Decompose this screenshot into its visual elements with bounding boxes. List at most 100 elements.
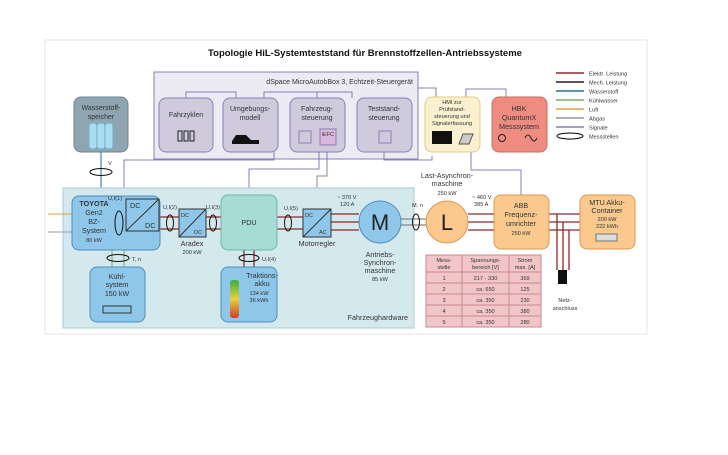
table-cell: ca. 350 xyxy=(476,309,494,315)
legend-label: Mech. Leistung xyxy=(589,81,627,87)
table-cell: 5 xyxy=(442,320,445,326)
kuehl-label-3: 150 kW xyxy=(105,289,130,298)
toyota-label-2: Gen2 xyxy=(85,208,103,217)
pdu-box xyxy=(220,194,278,251)
toyota-label-3: BZ- xyxy=(88,217,100,226)
dcac-out: AC xyxy=(319,230,327,236)
table-cell: ca. 650 xyxy=(476,287,494,293)
last-label-3: 250 kW xyxy=(438,191,458,197)
measuring-label-2: U,I(2) xyxy=(163,205,177,211)
measuring-point-tn xyxy=(106,254,130,262)
table-cell: 230 xyxy=(520,298,529,304)
measuring-point-1 xyxy=(114,210,124,236)
current-label-1: 120 A xyxy=(340,202,355,208)
akku-label-2: akku xyxy=(254,279,269,288)
aradex-power: 200 kW xyxy=(183,250,203,256)
netz-label-2: anschluss xyxy=(553,306,578,312)
dc1-in: DC xyxy=(130,201,140,210)
legend-label: Wasserstoff xyxy=(589,90,619,96)
fahrzeug-label-1: Fahrzeug- xyxy=(301,106,334,113)
hbk-label-1: HBK xyxy=(512,104,527,113)
car-icon xyxy=(232,135,259,144)
motor-label-2: Synchron- xyxy=(364,258,397,267)
table-cell: 217 - 330 xyxy=(474,276,498,282)
table-cell: ca. 350 xyxy=(476,298,494,304)
mtu-label-1: MTU Akku- xyxy=(589,198,625,207)
legend-label: Abgas xyxy=(589,117,605,123)
table-header: bereich [V] xyxy=(472,265,499,271)
measuring-point-5 xyxy=(284,214,292,232)
mtu-label-3: 200 kW xyxy=(598,217,618,223)
umgebung-label-1: Umgebungs- xyxy=(230,106,271,113)
dc2-in: DC xyxy=(181,213,189,219)
legend-swatch xyxy=(556,132,584,140)
battery-icon xyxy=(230,280,239,318)
title: Topologie HiL-Systemteststand für Brenns… xyxy=(208,48,522,59)
kuehl-label-1: Kühl- xyxy=(109,272,126,281)
dc2-out: DC xyxy=(194,230,202,236)
last-label-1: Last-Asynchron- xyxy=(421,171,474,180)
monitor-icon xyxy=(432,131,452,144)
legend-label: Elektr. Leistung xyxy=(589,72,627,78)
abb-label-4: 250 kW xyxy=(512,231,532,237)
hmi-label-3: steuerung und xyxy=(434,114,470,120)
table-header: max. [A] xyxy=(515,265,536,271)
fahrzeug-label-2: steuerung xyxy=(301,115,332,122)
last-label-2: maschine xyxy=(432,179,463,188)
teststand-label-2: steuerung xyxy=(368,115,399,122)
mtu-label-2: Container xyxy=(591,206,623,215)
current-label-2: 385 A xyxy=(474,202,489,208)
akku-label-4: 36 kWh xyxy=(250,298,269,304)
dc1-out: DC xyxy=(145,221,155,230)
measuring-label-1: U,I(1) xyxy=(108,196,122,202)
table-header: Strom xyxy=(518,258,533,264)
h2-label-2: speicher xyxy=(88,114,115,121)
electric-power-lines xyxy=(160,213,580,270)
pdu-label: PDU xyxy=(241,218,256,227)
table-header: Spannungs- xyxy=(470,258,500,264)
hmi-label-2: Prüfstand- xyxy=(439,107,465,113)
voltage-label-1: ~ 370 V xyxy=(337,195,357,201)
radiator-icon xyxy=(102,305,132,314)
abb-box xyxy=(493,194,550,250)
abb-label-2: Frequenz- xyxy=(505,210,538,219)
legend-label: Signale xyxy=(589,126,608,132)
toyota-label-5: 80 kW xyxy=(86,238,103,244)
voltage-label-2: ~ 460 V xyxy=(472,195,492,201)
h2-label-1: Wasserstoff- xyxy=(82,105,122,112)
hbk-label-2: QuantumX xyxy=(502,113,537,122)
tn-label: T, n xyxy=(132,257,141,263)
table-cell: 125 xyxy=(520,287,529,293)
signal-lines xyxy=(123,87,522,209)
battery-container-icon xyxy=(595,233,618,242)
table-cell: ca. 350 xyxy=(476,320,494,326)
mtu-box xyxy=(579,194,636,250)
umgebung-label-2: modell xyxy=(240,115,261,122)
synchron-motor xyxy=(358,200,402,244)
fahrzyklen-label: Fahrzyklen xyxy=(169,112,203,119)
h2-tanks-icon xyxy=(88,122,114,150)
mtu-label-4: 222 kWh xyxy=(596,224,618,230)
dspace-label: dSpace MicroAutobBox 3, Echtzeit-Steuerg… xyxy=(266,79,413,86)
table-cell: 280 xyxy=(520,320,529,326)
table-cell: 380 xyxy=(520,309,529,315)
iefc-label: iEFC xyxy=(322,132,334,138)
motorregler-label: Motorregler xyxy=(299,239,336,248)
table-cell: 3 xyxy=(442,298,445,304)
measuring-point-2 xyxy=(166,214,174,232)
akku-label-3: 134 kW xyxy=(250,291,270,297)
motor-letter: M xyxy=(371,210,389,235)
legend-label: Messstellen xyxy=(589,135,619,141)
gauge-icon xyxy=(498,134,506,142)
measuring-point xyxy=(89,168,113,176)
hbk-label-3: Messsystem xyxy=(499,122,539,131)
teststand-label-1: Teststand- xyxy=(368,106,401,113)
abb-label-3: umrichter xyxy=(506,219,537,228)
measuring-label-5: U,I(5) xyxy=(284,206,298,212)
netz-label-1: Netz- xyxy=(558,298,572,304)
measuring-point-3 xyxy=(209,214,217,232)
mn-label: M, n xyxy=(412,203,423,209)
